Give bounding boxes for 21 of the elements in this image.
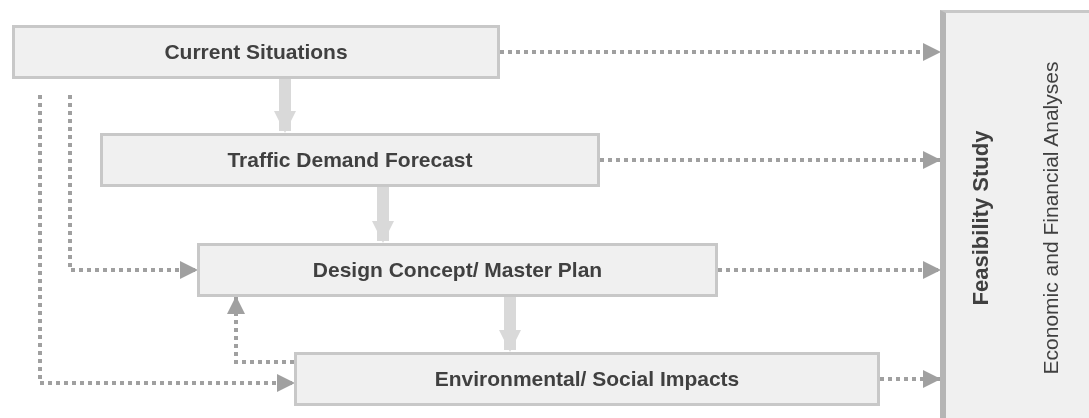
- dotted-arrow: [718, 261, 941, 279]
- box-label: Environmental/ Social Impacts: [434, 367, 740, 391]
- process-box: [100, 133, 600, 187]
- dotted-arrow: [68, 95, 198, 279]
- block-arrow: [274, 79, 296, 133]
- block-arrow: [372, 187, 394, 243]
- process-box: [197, 243, 718, 297]
- box-label: Traffic Demand Forecast: [227, 148, 473, 172]
- box-label: Design Concept/ Master Plan: [312, 258, 603, 282]
- block-arrow: [499, 297, 521, 352]
- side-panel: [940, 10, 1089, 418]
- dotted-arrow: [227, 296, 294, 364]
- process-box: [294, 352, 880, 406]
- dotted-arrow: [880, 370, 941, 388]
- dotted-arrow: [38, 95, 295, 392]
- dotted-arrow: [500, 43, 941, 61]
- dotted-arrow: [600, 151, 941, 169]
- process-box: [12, 25, 500, 79]
- panel-subtitle: Economic and Financial Analyses: [1039, 61, 1063, 374]
- box-label: Current Situations: [164, 40, 348, 64]
- panel-title: Feasibility Study: [968, 130, 994, 305]
